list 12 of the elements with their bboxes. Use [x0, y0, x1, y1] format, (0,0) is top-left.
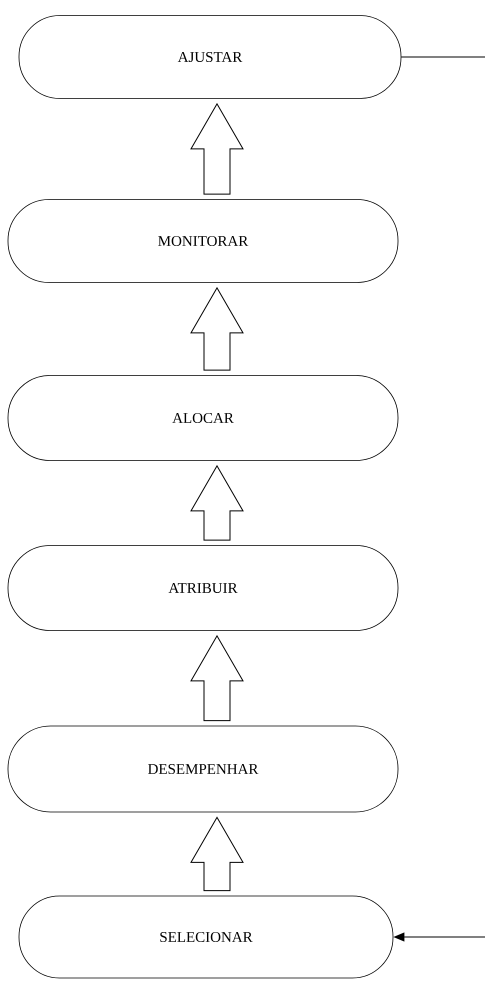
- connector-line: [400, 56, 485, 58]
- block-arrow: [190, 464, 244, 541]
- process-terminal: AJUSTAR: [18, 15, 402, 99]
- block-arrow: [190, 816, 244, 892]
- block-arrow: [190, 102, 244, 195]
- process-terminal: DESEMPENHAR: [8, 726, 398, 812]
- process-terminal: ALOCAR: [8, 375, 398, 461]
- block-arrow: [190, 634, 244, 722]
- process-terminal: MONITORAR: [8, 199, 398, 283]
- process-terminal: SELECIONAR: [18, 896, 394, 978]
- block-arrow: [190, 286, 244, 371]
- process-terminal: ATRIBUIR: [8, 545, 398, 631]
